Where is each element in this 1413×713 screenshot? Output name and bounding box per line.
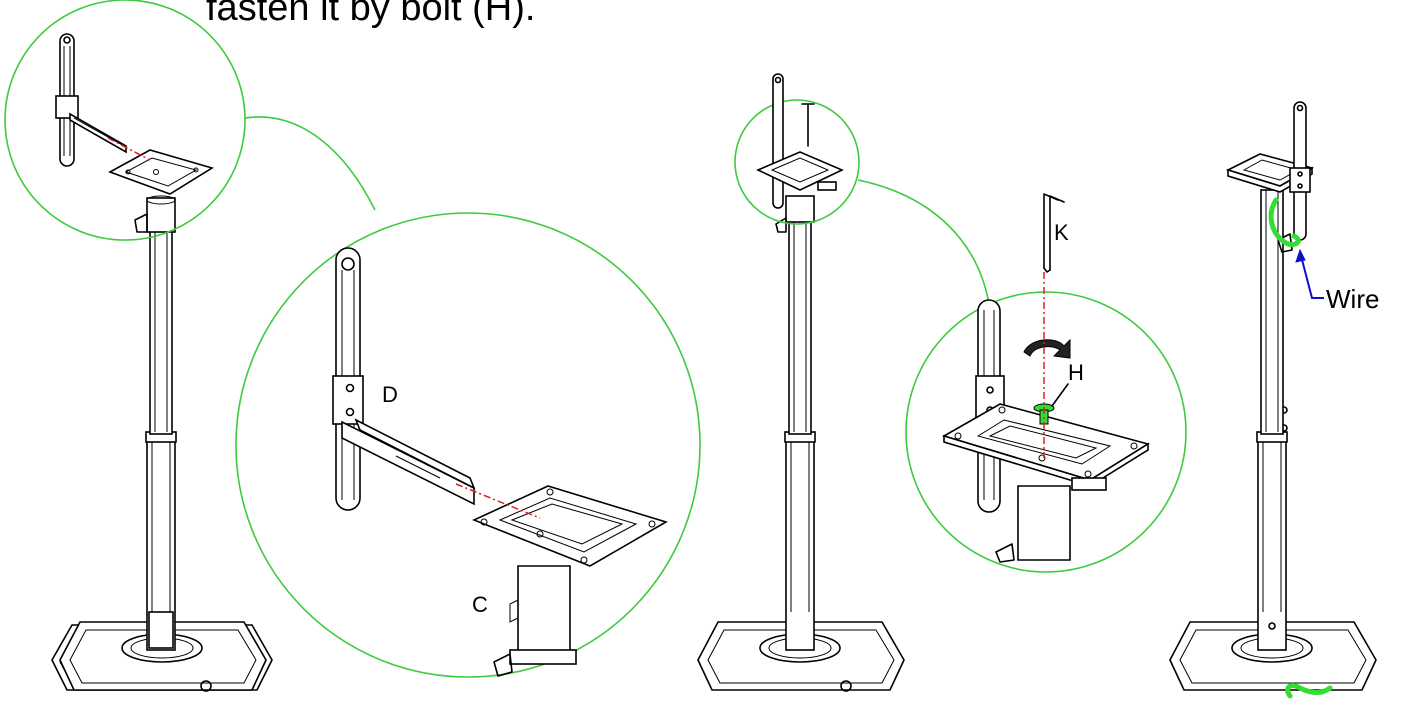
callout-leader-2 — [857, 179, 991, 311]
callout-leader-1 — [244, 116, 376, 211]
callout-1-contents — [55, 33, 214, 195]
callout-circle-large-2 — [905, 291, 1187, 573]
label-d: D — [382, 382, 398, 407]
wire-bottom — [1285, 683, 1333, 699]
label-wire: Wire — [1326, 284, 1379, 314]
leader-h — [1051, 383, 1069, 407]
wire-top — [1268, 197, 1301, 247]
callout-circle-small-1 — [4, 0, 246, 241]
callout-circle-small-2 — [734, 99, 860, 225]
callout-circle-large-1 — [235, 212, 701, 678]
label-k: K — [1054, 220, 1069, 245]
stand-3 — [1169, 101, 1377, 699]
label-h: H — [1068, 360, 1084, 385]
callout-2-contents — [332, 247, 668, 677]
callout-3-contents — [756, 73, 844, 209]
base-knob-1 — [200, 680, 212, 692]
instruction-text: fasten it by bolt (H). — [206, 0, 535, 29]
allen-key-k — [1043, 193, 1065, 273]
alignment-line-2 — [455, 483, 541, 519]
callout-4-contents — [941, 299, 1150, 563]
stand-2 — [697, 195, 905, 692]
wire-arrow — [1295, 248, 1324, 299]
stand-1 — [51, 195, 273, 692]
label-c: C — [472, 592, 488, 617]
